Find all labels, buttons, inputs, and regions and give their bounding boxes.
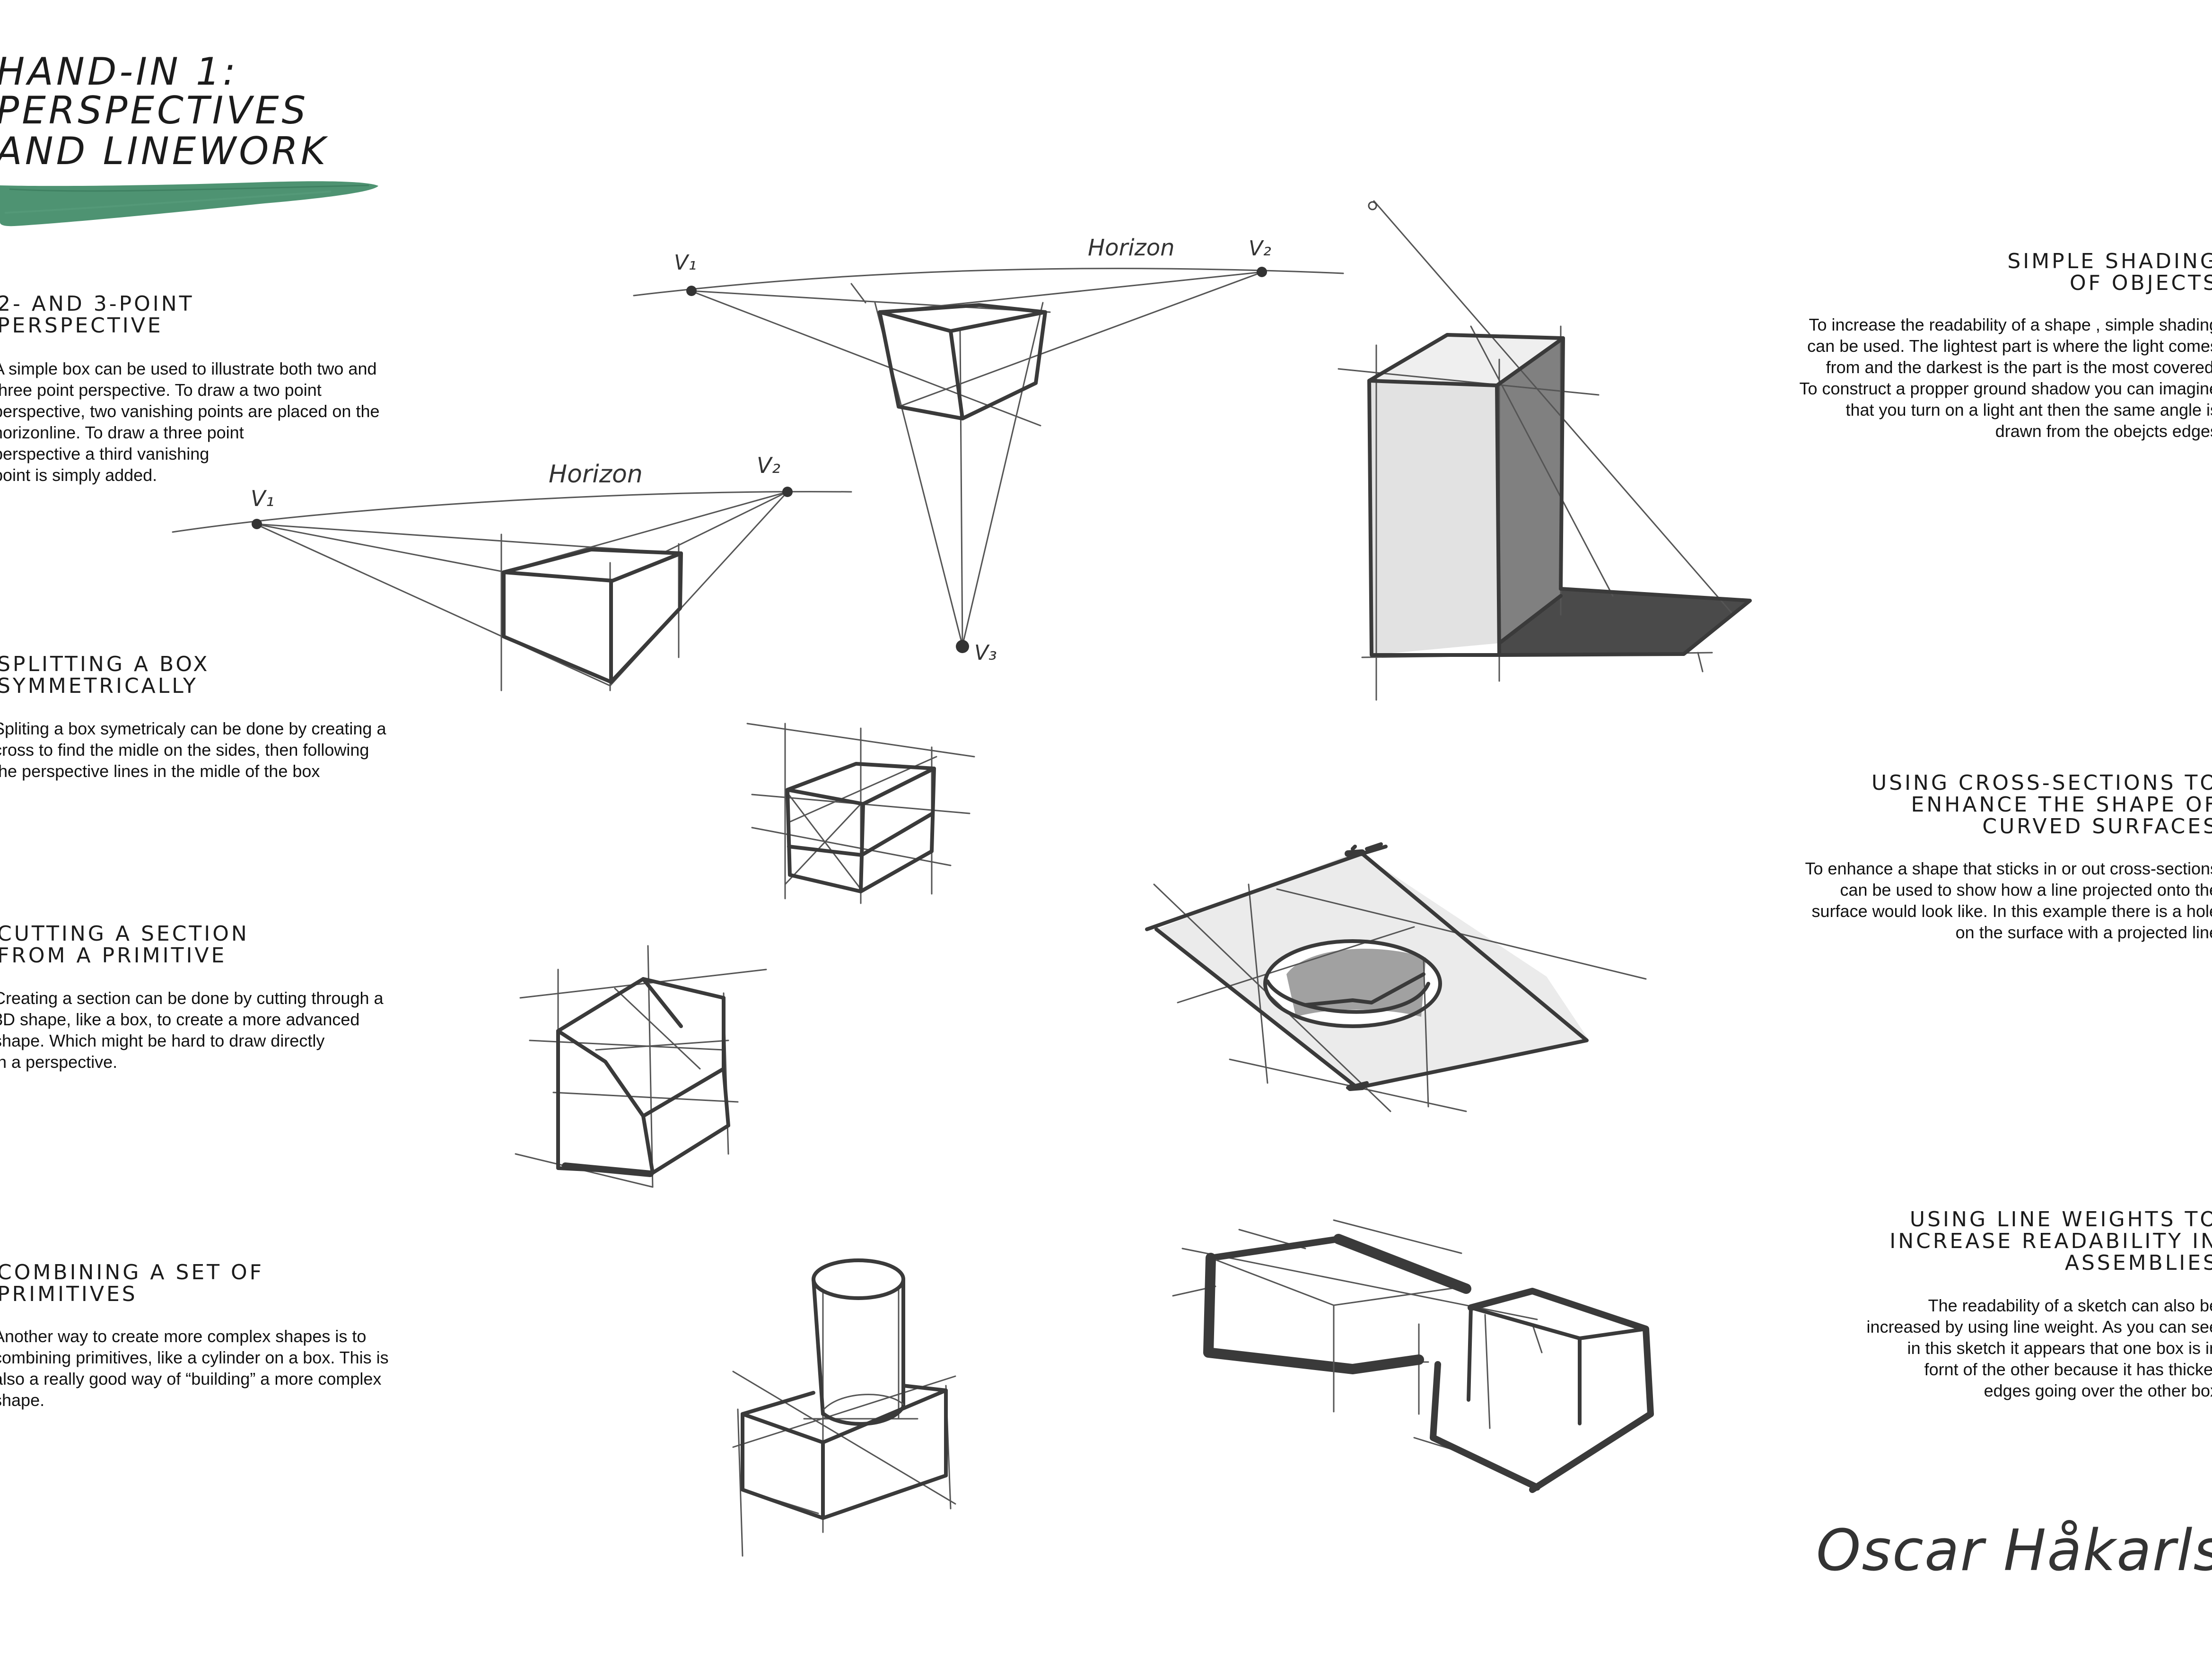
v1-3pt-point [686,286,697,296]
line-weights-body: The readability of a sketch can also be … [1866,1296,2212,1400]
cutting-body: Creating a section can be done by cuttin… [0,988,384,1072]
v1-2pt-label: V₁ [251,486,274,511]
combining-body: Another way to create more complex shape… [0,1327,389,1410]
cut-section-sketch [515,945,767,1188]
v3-3pt-label: V₃ [974,641,997,665]
cross-sections-body: To enhance a shape that sticks in or out… [1805,859,2212,942]
shaded-box-sketch [1338,200,1752,701]
splitting-body: Spliting a box symetricaly can be done b… [0,719,386,781]
cross-sections-heading: USING CROSS-SECTIONS TO ENHANCE THE SHAP… [1871,771,2212,838]
title-line-1: HAND-IN 1: [0,50,238,94]
cylinder-on-box-sketch [732,1258,956,1557]
v2-2pt-label: V₂ [757,453,780,478]
horizon-2pt-label: Horizon [549,460,643,489]
title-block: HAND-IN 1: PERSPECTIVES AND LINEWORK [0,0,426,236]
v2-3pt-point [1257,267,1267,277]
v2-3pt-label: V₂ [1249,236,1271,261]
shading-heading: SIMPLE SHADING OF OBJECTS [2007,249,2212,295]
combining-heading: COMBINING A SET OF PRIMITIVES [0,1260,264,1306]
splitting-heading: SPLITTING A BOX SYMMETRICALLY [0,652,210,698]
title-line-2: PERSPECTIVES [0,88,309,132]
signature: Oscar Håkarlsson [1816,1518,2212,1584]
horizon-3pt-label: Horizon [1088,235,1175,261]
line-weight-assembly-sketch [1172,1219,1654,1493]
line-weights-heading: USING LINE WEIGHTS TO INCREASE READABILI… [1889,1207,2212,1275]
perspective-body: A simple box can be used to illustrate b… [0,359,380,485]
cutting-heading: CUTTING A SECTION FROM A PRIMITIVE [0,922,249,968]
v3-3pt-point [956,640,969,653]
perspective-heading: 2- AND 3-POINT PERSPECTIVE [0,292,194,338]
v2-2pt-point [782,487,793,497]
shading-body: To increase the readability of a shape ,… [1799,315,2212,441]
cross-section-surface-sketch [1145,842,1647,1112]
green-brush-stroke [0,181,378,227]
title-line-3: AND LINEWORK [0,129,329,173]
two-point-perspective-sketch: Horizon V₁ V₂ [172,453,852,691]
v1-2pt-point [252,519,262,529]
split-box-sketch [746,723,975,904]
svg-text:Oscar Håkarlsson: Oscar Håkarlsson [1816,1518,2212,1584]
three-point-perspective-sketch: Horizon V₁ V₂ V₃ [633,235,1344,665]
v1-3pt-label: V₁ [674,251,697,275]
